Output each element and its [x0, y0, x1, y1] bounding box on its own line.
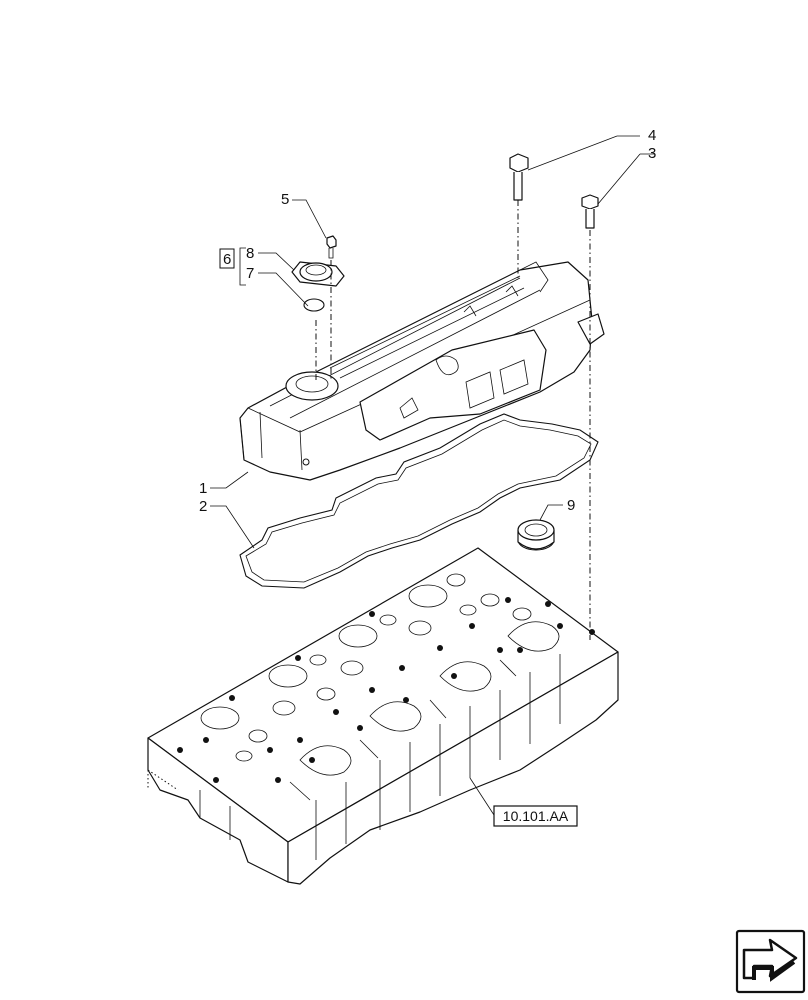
callout-8: 8	[246, 245, 254, 262]
callout-5: 5	[281, 191, 289, 208]
callout-3: 3	[648, 145, 656, 162]
next-page-arrow-icon[interactable]	[735, 929, 806, 994]
callout-6: 6	[223, 251, 231, 268]
callout-4: 4	[648, 127, 656, 144]
reference-label: 10.101.AA	[503, 808, 569, 824]
bolt-4	[509, 153, 529, 201]
leader-lines	[210, 135, 655, 816]
callout-9: 9	[567, 497, 575, 514]
side-ribs	[199, 654, 561, 860]
bolt-5	[326, 235, 337, 259]
seal-ring	[517, 519, 555, 551]
alignment-lines	[315, 200, 591, 640]
reference-tag[interactable]: 10.101.AA	[493, 805, 578, 827]
callout-7: 7	[246, 265, 254, 282]
cylinder-head	[147, 547, 619, 885]
bolt-hole-dots	[177, 597, 595, 783]
combustion-bore-holes	[200, 573, 532, 762]
callout-2: 2	[199, 498, 207, 515]
callout-6-box	[219, 248, 235, 269]
intake-ports	[289, 621, 560, 801]
callout-1: 1	[199, 480, 207, 497]
callout-labels: 4 3 5 6 8 7 1 2 9	[199, 127, 656, 515]
bolt-3	[581, 194, 599, 229]
o-ring	[303, 298, 325, 312]
valve-cover-gasket	[239, 413, 599, 589]
oil-filler-cap	[291, 261, 345, 287]
valve-cover	[239, 261, 605, 481]
